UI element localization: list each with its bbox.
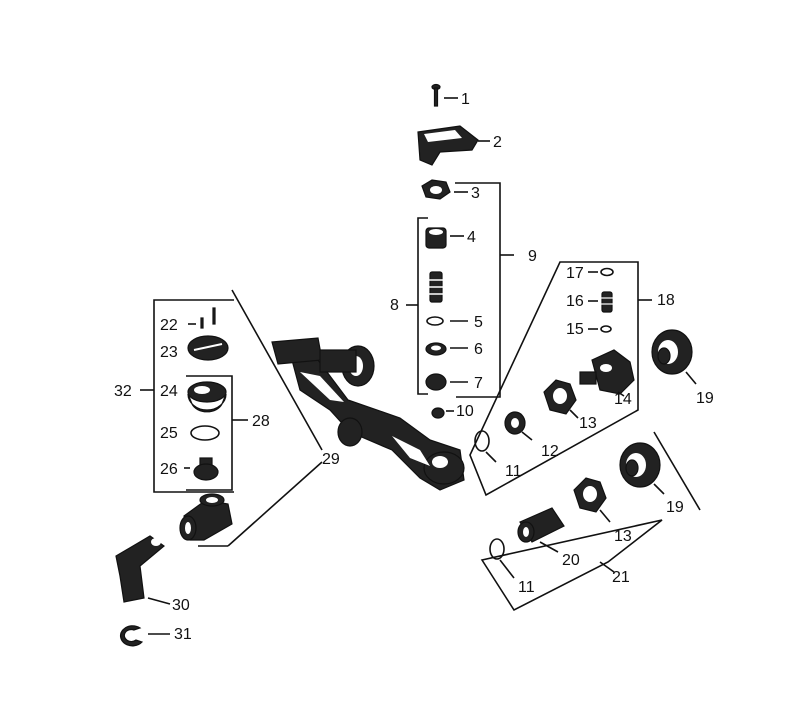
label-3: 3 [471,185,480,202]
label-11-upper: 11 [505,463,522,480]
bracket-28 [186,375,233,491]
label-2: 2 [493,134,502,151]
part-22-screws [188,307,216,329]
part-15-o-ring [600,325,612,333]
label-12: 12 [541,443,559,460]
part-11-o-ring-lower [489,538,505,560]
label-31: 31 [174,626,192,643]
label-30: 30 [172,597,190,614]
label-25: 25 [160,425,178,442]
part-25-o-ring [190,425,220,441]
part-19-flange-lower [619,442,661,488]
label-15: 15 [566,321,584,338]
label-24: 24 [160,383,178,400]
label-10: 10 [456,403,474,420]
label-14: 14 [614,391,632,408]
part-30-spout-elbow [115,535,165,603]
label-6: 6 [474,341,483,358]
part-4-bushing [425,227,447,249]
bracket-18 [469,261,639,497]
bracket-29-upper [231,289,323,451]
part-12-washer [504,411,526,435]
part-13-nut-upper [543,379,577,415]
label-29: 29 [322,451,340,468]
part-5-o-ring [426,316,444,326]
label-13-upper: 13 [579,415,597,432]
label-8: 8 [390,297,399,314]
label-21: 21 [612,569,630,586]
label-16: 16 [566,293,584,310]
part-2-handle [417,125,479,166]
label-28: 28 [252,413,270,430]
part-10-screw [431,407,445,419]
label-32: 32 [114,383,132,400]
part-20-adapter [517,507,565,543]
label-9: 9 [528,248,537,265]
label-5: 5 [474,314,483,331]
label-11-lower: 11 [518,579,535,596]
label-13-lower: 13 [614,528,632,545]
label-22: 22 [160,317,178,334]
label-23: 23 [160,344,178,361]
part-1-screw [431,83,441,107]
part-14-valve-body [579,349,635,395]
part-13-nut-lower [573,477,607,513]
part-11-o-ring-upper [474,430,490,452]
part-29-body-left [179,493,233,541]
part-19-flange-upper [651,329,693,375]
part-23-cover [187,335,229,361]
label-18: 18 [657,292,675,309]
label-4: 4 [467,229,476,246]
faucet-body [271,337,465,491]
part-7-seat [425,373,447,391]
part-6-washer [425,342,447,356]
part-stem-spring [428,271,444,303]
label-17: 17 [566,265,584,282]
label-7: 7 [474,375,483,392]
bracket-21-lower [480,519,663,612]
bracket-32 [153,299,234,493]
part-16-screw [600,291,614,313]
part-17-o-ring [600,267,614,277]
part-31-clip [120,625,144,647]
part-3-nut [421,179,451,200]
label-19-upper: 19 [696,390,714,407]
bracket-8 [417,217,428,395]
label-26: 26 [160,461,178,478]
label-19-lower: 19 [666,499,684,516]
part-24-cap [187,381,227,413]
part-26-cartridge [193,457,219,481]
label-1: 1 [461,91,470,108]
bracket-29-lower [227,461,323,547]
bracket-9 [455,182,501,398]
label-20: 20 [562,552,580,569]
